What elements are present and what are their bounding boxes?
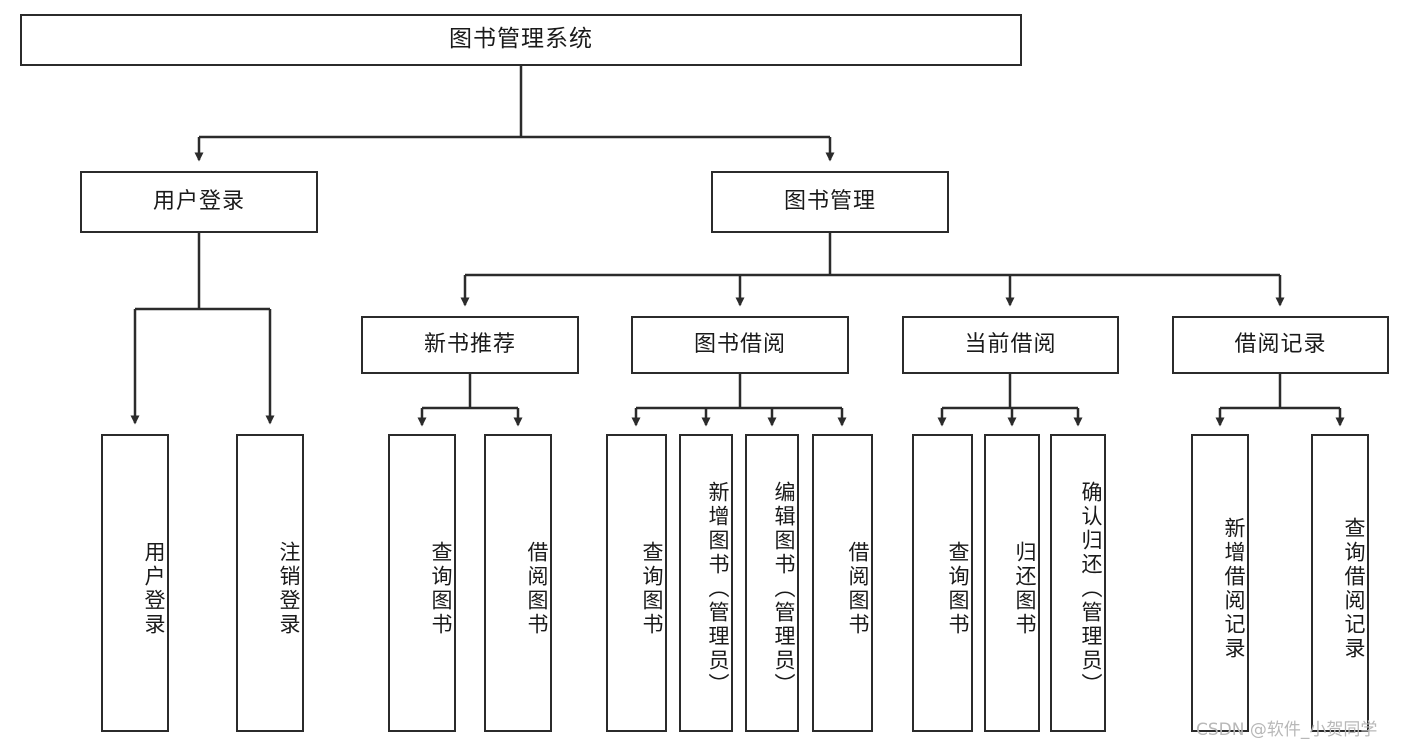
- node-book-borrowing[interactable]: 图书借阅: [631, 316, 849, 374]
- leaf-node-edit-book-admin[interactable]: 编辑图书（管理员）: [745, 434, 799, 732]
- leaf-node-add-book-admin[interactable]: 新增图书（管理员）: [679, 434, 733, 732]
- leaf-node-return-books[interactable]: 归还图书: [984, 434, 1040, 732]
- node-label: 借阅记录: [1234, 331, 1327, 357]
- leaf-node-borrow-books-newbook[interactable]: 借阅图书: [484, 434, 552, 732]
- node-label: 编辑图书（管理员）: [772, 481, 796, 697]
- node-label: 用户登录: [152, 188, 245, 214]
- leaf-node-logout[interactable]: 注销登录: [236, 434, 304, 732]
- node-label: 图书管理系统: [449, 26, 593, 53]
- node-label: 图书借阅: [693, 331, 786, 357]
- node-label: 借阅图书: [525, 541, 549, 637]
- node-root-book-management-system[interactable]: 图书管理系统: [20, 14, 1022, 66]
- leaf-node-confirm-return-admin[interactable]: 确认归还（管理员）: [1050, 434, 1106, 732]
- node-label: 新增借阅记录: [1222, 517, 1246, 661]
- csdn-watermark: CSDN @软件_小贺同学: [1196, 720, 1378, 740]
- leaf-node-add-borrow-record[interactable]: 新增借阅记录: [1191, 434, 1249, 732]
- leaf-node-query-books-borrowing[interactable]: 查询图书: [606, 434, 667, 732]
- node-user-login[interactable]: 用户登录: [80, 171, 318, 233]
- node-label: 查询借阅记录: [1342, 517, 1366, 661]
- node-book-management[interactable]: 图书管理: [711, 171, 949, 233]
- node-current-borrowing[interactable]: 当前借阅: [902, 316, 1119, 374]
- node-label: 查询图书: [640, 541, 664, 637]
- leaf-node-query-books-newbook[interactable]: 查询图书: [388, 434, 456, 732]
- node-label: 查询图书: [429, 541, 453, 637]
- node-label: 新增图书（管理员）: [706, 481, 730, 697]
- node-borrow-records[interactable]: 借阅记录: [1172, 316, 1389, 374]
- node-new-book-recommendation[interactable]: 新书推荐: [361, 316, 579, 374]
- leaf-node-borrow-books-borrowing[interactable]: 借阅图书: [812, 434, 873, 732]
- node-label: 归还图书: [1013, 541, 1037, 637]
- leaf-node-query-borrow-record[interactable]: 查询借阅记录: [1311, 434, 1369, 732]
- node-label: 新书推荐: [423, 331, 516, 357]
- node-label: 用户登录: [142, 541, 166, 637]
- leaf-node-user-login[interactable]: 用户登录: [101, 434, 169, 732]
- node-label: 图书管理: [783, 188, 876, 214]
- node-label: 查询图书: [946, 541, 970, 637]
- leaf-node-query-books-current[interactable]: 查询图书: [912, 434, 973, 732]
- node-label: 当前借阅: [964, 331, 1057, 357]
- node-label: 注销登录: [277, 541, 301, 637]
- node-label: 借阅图书: [846, 541, 870, 637]
- node-label: 确认归还（管理员）: [1079, 481, 1103, 697]
